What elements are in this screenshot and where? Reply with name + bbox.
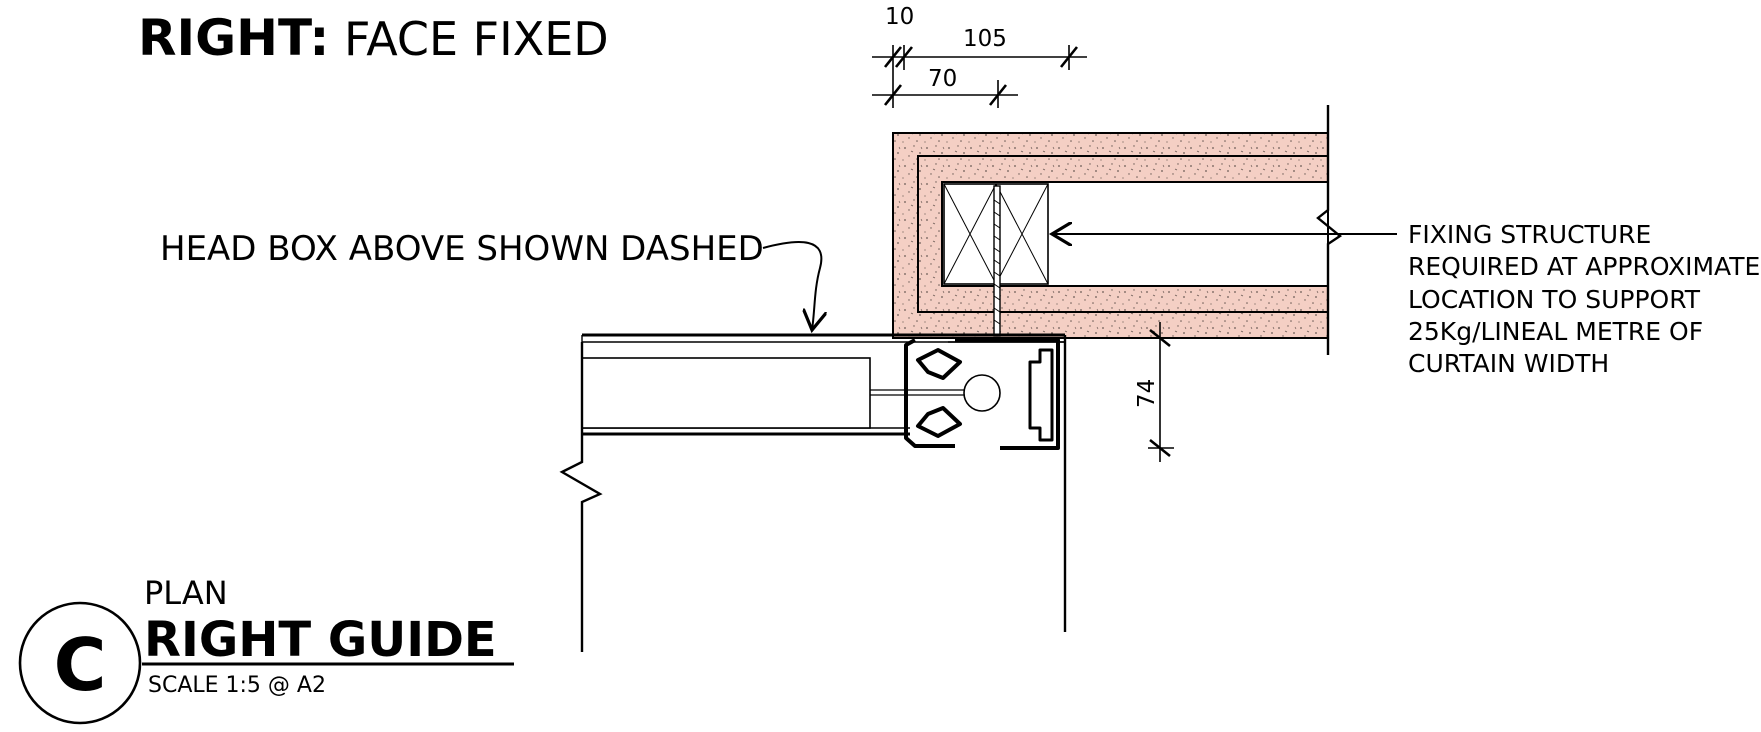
fixing-note-line-3: LOCATION TO SUPPORT	[1408, 285, 1701, 314]
roller-tube	[581, 357, 871, 429]
dim-74: 74	[1134, 379, 1160, 408]
head-box-leader	[762, 241, 821, 330]
heading-regular: FACE FIXED	[329, 12, 608, 66]
wall-section	[892, 105, 1343, 355]
fixing-note-line-1: FIXING STRUCTURE	[1408, 220, 1651, 249]
dim-105: 105	[963, 26, 1007, 52]
dim-10: 10	[885, 4, 914, 30]
wall-break-line	[1316, 105, 1343, 355]
fixing-note-line-4: 25Kg/LINEAL METRE OF	[1408, 317, 1703, 346]
heading-bold: RIGHT:	[138, 9, 329, 67]
view-circle	[18, 601, 142, 725]
jamb-break-left	[559, 342, 603, 652]
head-box-note: HEAD BOX ABOVE SHOWN DASHED	[160, 229, 764, 269]
heading: RIGHT: FACE FIXED	[138, 9, 609, 67]
fixing-note-line-2: REQUIRED AT APPROXIMATE	[1408, 252, 1760, 281]
title-block: C PLAN RIGHT GUIDE SCALE 1:5 @ A2	[18, 574, 514, 725]
fixing-note: FIXING STRUCTURE REQUIRED AT APPROXIMATE…	[1408, 220, 1760, 378]
bearing-circle	[963, 374, 1001, 412]
view-type: PLAN	[144, 574, 228, 612]
view-title: RIGHT GUIDE	[144, 612, 497, 668]
fixing-note-line-5: CURTAIN WIDTH	[1408, 349, 1609, 378]
dim-70: 70	[928, 66, 957, 92]
view-scale: SCALE 1:5 @ A2	[148, 673, 326, 698]
view-letter: C	[54, 623, 107, 707]
guide-channel	[904, 338, 1065, 450]
fixing-screw	[993, 185, 1001, 337]
dimension-lines	[872, 45, 1174, 462]
